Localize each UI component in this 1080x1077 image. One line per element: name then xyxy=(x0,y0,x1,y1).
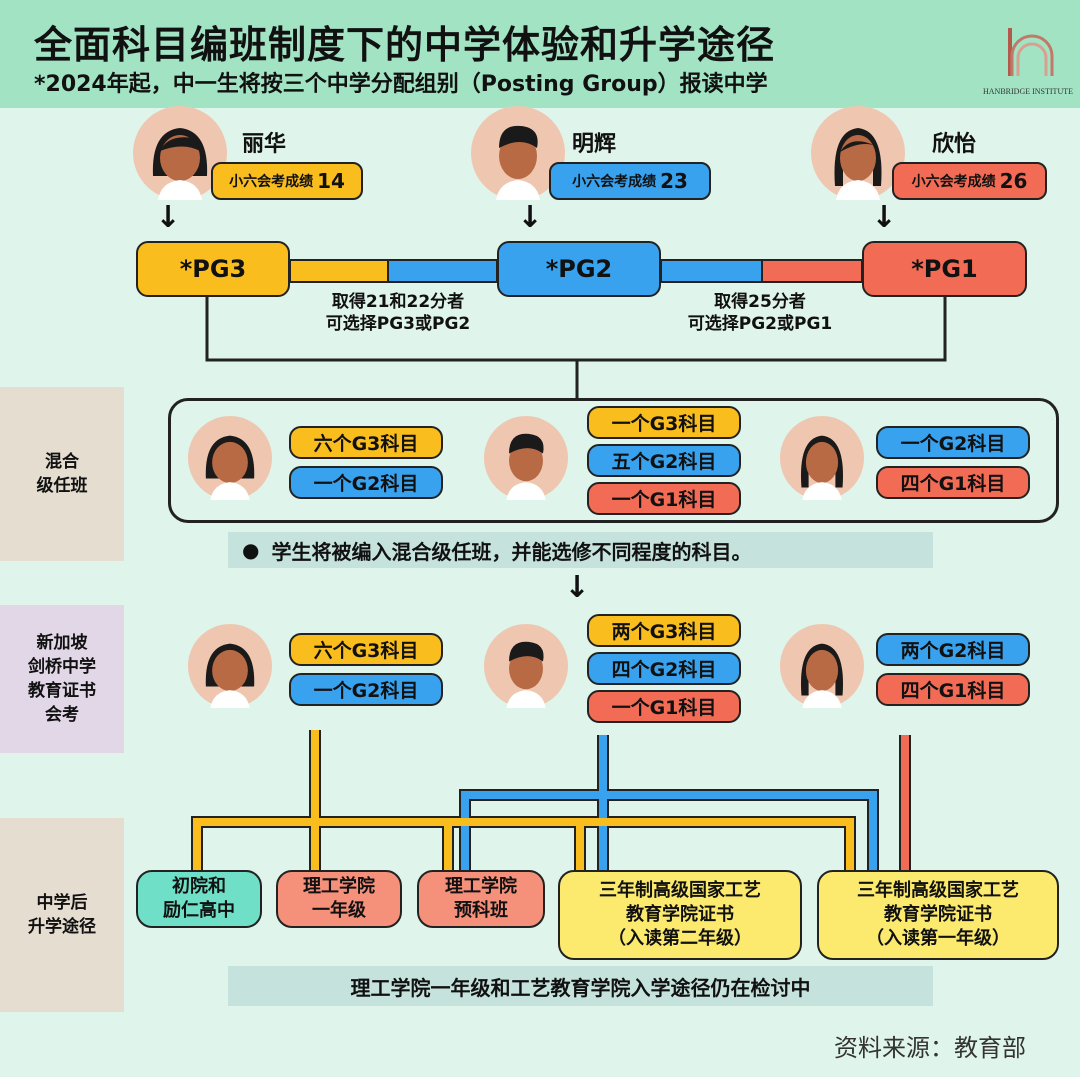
avatar-minghui xyxy=(484,416,568,500)
subject-pill: 一个G2科目 xyxy=(289,466,443,499)
subject-pill: 一个G1科目 xyxy=(587,482,741,515)
logo-text: HANBRIDGE INSTITUTE xyxy=(983,87,1073,96)
destination-ite-year2: 三年制高级国家工艺教育学院证书 （入读第二年级） xyxy=(558,870,802,960)
section-label-line: 剑桥中学 xyxy=(28,657,96,677)
choice-note-line: 可选择PG3或PG2 xyxy=(325,314,471,334)
review-note: 理工学院一年级和工艺教育学院入学途径仍在检讨中 xyxy=(228,966,933,1006)
source-credit: 资料来源：教育部 xyxy=(834,1034,1026,1062)
avatar-lihua xyxy=(188,624,272,708)
subject-pill: 六个G3科目 xyxy=(289,426,443,459)
student-name: 明辉 xyxy=(572,132,617,157)
arrow-down-icon: ↓ xyxy=(564,570,590,605)
logo-mark-icon xyxy=(1008,28,1054,76)
destination-line: 预科班 xyxy=(454,900,508,921)
destination-ite-year1: 三年制高级国家工艺教育学院证书 （入读第一年级） xyxy=(817,870,1059,960)
destination-line: 三年制高级国家工艺 xyxy=(857,880,1019,901)
destination-line: 理工学院 xyxy=(303,876,375,897)
mixed-caption: ● 学生将被编入混合级任班，并能选修不同程度的科目。 xyxy=(228,532,933,568)
choice-note: 取得25分者可选择PG2或PG1 xyxy=(660,291,860,335)
student-name: 丽华 xyxy=(242,132,287,157)
choice-note: 取得21和22分者可选择PG3或PG2 xyxy=(298,291,498,335)
choice-note-line: 可选择PG2或PG1 xyxy=(687,314,833,334)
choice-note-line: 取得21和22分者 xyxy=(331,292,465,312)
page-subtitle: *2024年起，中一生将按三个中学分配组别（Posting Group）报读中学 xyxy=(34,72,768,97)
destination-line: （入读第二年级） xyxy=(608,928,752,949)
score-value: 14 xyxy=(317,169,345,193)
avatar-xinyi xyxy=(780,624,864,708)
score-label: 小六会考成绩 xyxy=(572,174,657,190)
section-label-line: 教育证书 xyxy=(28,681,96,701)
posting-group-pg3: *PG3 xyxy=(136,241,290,297)
destination-line: 理工学院 xyxy=(445,876,517,897)
page-title: 全面科目编班制度下的中学体验和升学途径 xyxy=(34,23,776,67)
score-label: 小六会考成绩 xyxy=(229,174,314,190)
score-value: 26 xyxy=(999,169,1028,193)
destination-poly-foundation: 理工学院预科班 xyxy=(417,870,545,928)
destination-line: 励仁高中 xyxy=(163,900,235,921)
posting-group-pg2: *PG2 xyxy=(497,241,661,297)
subject-pill: 六个G3科目 xyxy=(289,633,443,666)
section-label-post: 中学后升学途径 xyxy=(0,818,124,1012)
subject-pill: 五个G2科目 xyxy=(587,444,741,477)
section-label-line: 升学途径 xyxy=(28,917,96,937)
posting-group-pg1: *PG1 xyxy=(862,241,1027,297)
avatar-lihua xyxy=(188,416,272,500)
arrow-down-icon: ↓ xyxy=(871,200,897,235)
destination-line: 一年级 xyxy=(312,900,366,921)
subject-pill: 四个G2科目 xyxy=(587,652,741,685)
section-label-line: 会考 xyxy=(45,705,79,725)
subject-pill: 四个G1科目 xyxy=(876,466,1030,499)
section-label-line: 级任班 xyxy=(36,476,88,496)
subject-pill: 一个G2科目 xyxy=(876,426,1030,459)
destination-jc: 初院和励仁高中 xyxy=(136,870,262,928)
mixed-caption-text: 学生将被编入混合级任班，并能选修不同程度的科目。 xyxy=(271,539,752,564)
avatar-xinyi xyxy=(780,416,864,500)
avatar-xinyi xyxy=(811,106,905,200)
subject-pill: 两个G2科目 xyxy=(876,633,1030,666)
student-name: 欣怡 xyxy=(932,132,977,157)
avatar-minghui xyxy=(471,106,565,200)
bullet-icon: ● xyxy=(242,538,260,562)
section-label-line: 新加坡 xyxy=(36,633,88,653)
destination-line: 三年制高级国家工艺 xyxy=(599,880,761,901)
destination-line: 教育学院证书 xyxy=(884,904,992,925)
arrow-down-icon: ↓ xyxy=(155,200,181,235)
subject-pill: 两个G3科目 xyxy=(587,614,741,647)
section-label-exam: 新加坡剑桥中学教育证书会考 xyxy=(0,605,124,753)
subject-pill: 一个G1科目 xyxy=(587,690,741,723)
choice-note-line: 取得25分者 xyxy=(714,292,806,312)
section-label-line: 混合 xyxy=(45,452,79,472)
destination-line: （入读第一年级） xyxy=(866,928,1010,949)
section-label-line: 中学后 xyxy=(36,893,88,913)
section-label-mixed: 混合级任班 xyxy=(0,387,124,561)
avatar-minghui xyxy=(484,624,568,708)
subject-pill: 四个G1科目 xyxy=(876,673,1030,706)
mixed-class-box xyxy=(168,398,1059,523)
arrow-down-icon: ↓ xyxy=(517,200,543,235)
header-banner xyxy=(0,0,1080,108)
logo: HANBRIDGE INSTITUTE xyxy=(980,26,1076,96)
destination-line: 初院和 xyxy=(172,876,226,897)
score-value: 23 xyxy=(660,169,688,193)
subject-pill: 一个G3科目 xyxy=(587,406,741,439)
subject-pill: 一个G2科目 xyxy=(289,673,443,706)
destination-line: 教育学院证书 xyxy=(626,904,734,925)
score-label: 小六会考成绩 xyxy=(911,174,996,190)
destination-poly-year1: 理工学院一年级 xyxy=(276,870,402,928)
